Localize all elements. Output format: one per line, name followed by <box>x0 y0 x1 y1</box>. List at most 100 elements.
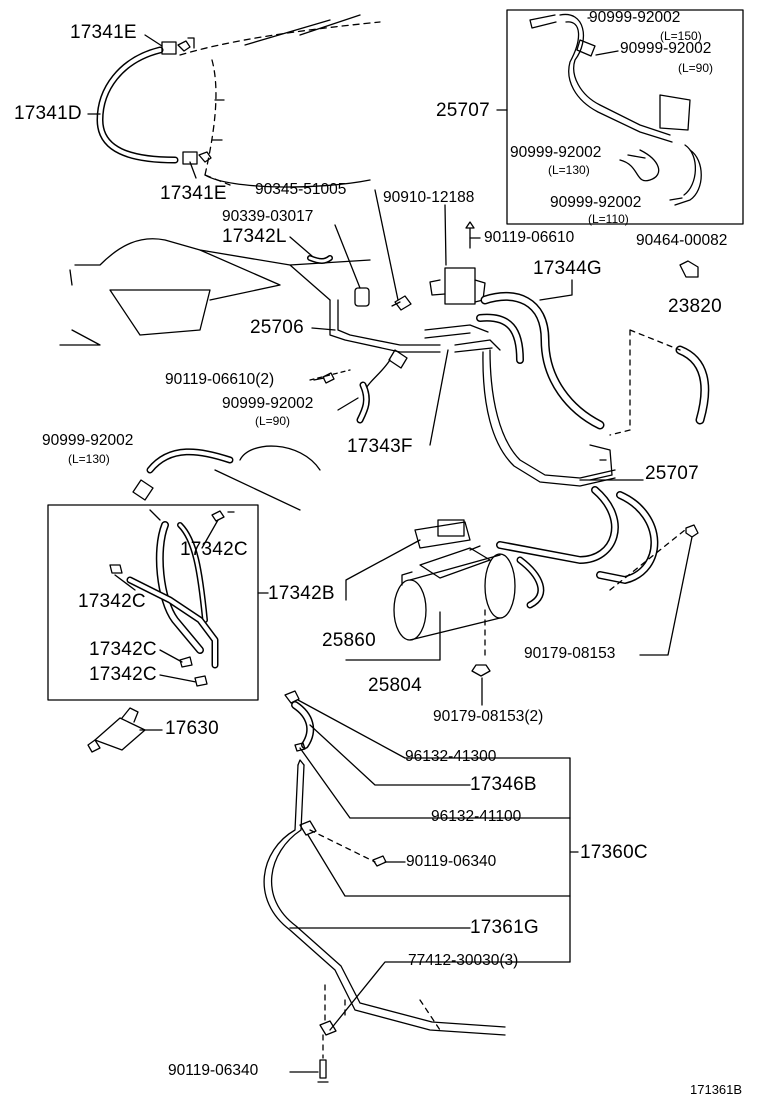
label-17342C-b: 17342C <box>78 591 146 612</box>
leader-17341E-bottom <box>189 161 197 179</box>
hose-17346B <box>291 701 315 749</box>
leader-17342L <box>289 236 313 257</box>
leader-90339 <box>334 224 361 289</box>
label-90999-c-length: (L=130) <box>548 163 590 177</box>
bracket-25707-mid <box>589 444 613 481</box>
hose-23820 <box>675 345 710 425</box>
leader-17342C-b <box>114 574 136 591</box>
clip-17342C-a <box>211 510 235 522</box>
label-90999-e-length: (L=90) <box>255 414 291 428</box>
engine-line-left <box>214 469 301 511</box>
label-90999-d-length: (L=110) <box>588 212 629 226</box>
bracket-17360C <box>569 757 579 963</box>
label-90999-e: 90999-92002 <box>222 395 314 412</box>
label-90999-a-length: (L=150) <box>660 29 702 43</box>
vsv-17630 <box>87 707 146 753</box>
clamp-lower <box>319 1020 337 1036</box>
leader-17346B <box>309 724 471 786</box>
clip-96132-41100 <box>294 742 306 752</box>
hose-17344G <box>476 291 605 430</box>
clip-17341E-bottom <box>182 151 212 165</box>
leader-17343F <box>429 349 449 446</box>
bolt-90119-06340-b <box>317 1059 329 1083</box>
label-17344G: 17344G <box>533 258 602 279</box>
hoses-17342C <box>126 521 219 669</box>
label-17342B: 17342B <box>268 583 335 604</box>
engine-outline-top <box>179 14 381 188</box>
label-17342L: 17342L <box>222 226 287 247</box>
label-90999-b-length: (L=90) <box>678 61 714 75</box>
label-96132-41300: 96132-41300 <box>405 748 497 765</box>
label-17341D: 17341D <box>14 103 82 124</box>
label-77412-30030-3: 77412-30030(3) <box>408 952 519 969</box>
grommet-90179-b <box>471 664 491 677</box>
label-90464-00082: 90464-00082 <box>636 232 728 249</box>
hoses-to-canister <box>496 486 659 609</box>
label-17342C-d: 17342C <box>89 664 157 685</box>
label-90999-f: 90999-92002 <box>42 432 134 449</box>
clip-90464 <box>679 260 699 278</box>
label-96132-41100: 96132-41100 <box>431 808 522 825</box>
leader-17341E-top <box>144 34 163 47</box>
clip-96132-41300 <box>284 690 300 704</box>
label-90119-06610: 90119-06610 <box>484 229 575 246</box>
label-25707-top: 25707 <box>436 100 490 121</box>
label-90999-c: 90999-92002 <box>510 144 602 161</box>
label-25804: 25804 <box>368 675 422 696</box>
hose-90999-f <box>146 445 321 474</box>
leader-90119-06610-2 <box>309 369 351 381</box>
label-90999-d: 90999-92002 <box>550 194 642 211</box>
dashed-23820 <box>609 329 681 436</box>
label-90910-12188: 90910-12188 <box>383 189 475 206</box>
label-90999-a: 90999-92002 <box>589 9 681 26</box>
label-90119-06340-a: 90119-06340 <box>406 853 497 870</box>
pipe-17343F <box>424 324 616 487</box>
leader-96132-41100 <box>299 747 571 819</box>
label-17630: 17630 <box>165 718 219 739</box>
leader-17342C-a <box>201 519 219 549</box>
bolt-90119-06340-a <box>372 855 387 867</box>
clip-17341E-top <box>161 37 195 55</box>
grommet-90179-a <box>685 524 699 538</box>
dashed-90179-a <box>609 529 686 591</box>
label-90999-f-length: (L=130) <box>68 452 110 466</box>
bolt-90119-06610-2 <box>313 372 335 384</box>
hose-90999-e <box>356 381 370 424</box>
label-25707-mid: 25707 <box>645 463 699 484</box>
leader-90999-b <box>595 50 619 56</box>
leader-96132-41300 <box>297 699 571 759</box>
pipe-17361G <box>263 759 506 1036</box>
label-23820: 23820 <box>668 296 722 317</box>
label-25706: 25706 <box>250 317 304 338</box>
label-17341E-bottom: 17341E <box>160 183 227 204</box>
label-25860: 25860 <box>322 630 376 651</box>
leader-17344G <box>539 279 573 301</box>
hose-17342L <box>307 255 333 264</box>
leader-90345 <box>374 189 399 301</box>
label-90179-08153-2: 90179-08153(2) <box>433 708 544 725</box>
leader-25804 <box>345 611 441 661</box>
vsv-90910 <box>429 267 486 305</box>
leader-90999-d <box>669 197 683 201</box>
box-25707 <box>506 9 744 225</box>
label-17341E-top: 17341E <box>70 22 137 43</box>
leader-90999-c <box>627 154 646 159</box>
label-17346B: 17346B <box>470 774 537 795</box>
part-90339 <box>354 287 370 307</box>
bolt-90119-06610 <box>465 221 475 249</box>
dashed-90119-06340-a <box>309 829 376 863</box>
leader-17342C-c <box>159 649 183 663</box>
clip-17342C-d <box>194 675 208 687</box>
clip-17342C-b <box>109 564 123 574</box>
label-17342C-c: 17342C <box>89 639 157 660</box>
hose-17341D <box>96 46 179 164</box>
clamp-upper <box>299 820 317 836</box>
dashed-lower-pipe <box>324 984 441 1031</box>
leader-90910 <box>444 204 447 266</box>
leader-clamp-upper <box>307 834 571 897</box>
label-17343F: 17343F <box>347 436 413 457</box>
figure-id: 171361B <box>690 1082 743 1097</box>
label-90339-03017: 90339-03017 <box>222 208 314 225</box>
